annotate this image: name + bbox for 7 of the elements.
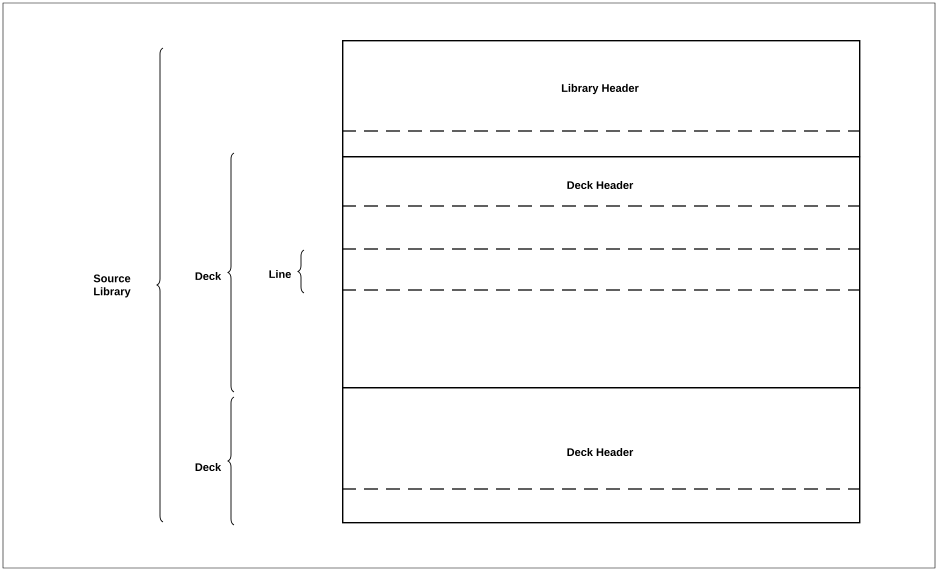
- bracket-label: Source Library: [94, 274, 131, 298]
- section-band: Deck Header: [342, 156, 860, 388]
- section-band: Deck Header: [342, 387, 860, 524]
- bracket-label: Deck: [196, 462, 222, 472]
- bracket-label: Line: [269, 270, 291, 278]
- section-band: Library Header: [342, 40, 860, 158]
- bracket-label: Deck: [196, 272, 222, 280]
